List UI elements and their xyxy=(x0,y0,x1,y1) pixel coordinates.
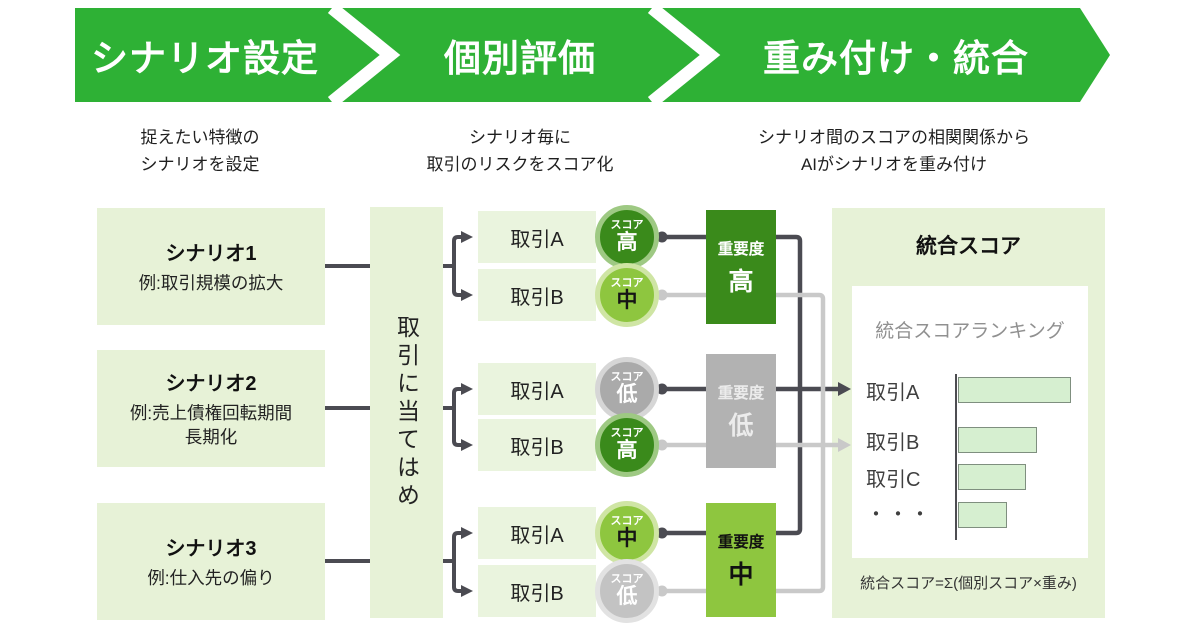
deal-box-s1-a: 取引A xyxy=(478,211,596,263)
banner-step-label: 重み付け・統合 xyxy=(763,38,1029,79)
score-caption: スコア xyxy=(610,573,644,586)
deal-label: 取引B xyxy=(510,436,564,459)
banner-step-individual-evaluation: 個別評価 xyxy=(395,8,645,102)
score-badge-high: スコア 高 xyxy=(595,205,659,269)
line-dot xyxy=(656,289,668,301)
score-caption: スコア xyxy=(610,277,644,290)
importance-level: 中 xyxy=(728,560,754,589)
score-level: 中 xyxy=(616,288,638,312)
apply-box-label: 取引に当てはめ xyxy=(393,314,420,511)
ranking-axis-line xyxy=(955,374,957,540)
score-level: 中 xyxy=(616,526,638,550)
score-badge-mid: スコア 中 xyxy=(595,263,659,327)
scenario-2-box: シナリオ2 例:売上債権回転期間 長期化 xyxy=(97,350,325,467)
line-dot xyxy=(656,585,668,597)
deal-box-s1-b: 取引B xyxy=(478,269,596,321)
importance-box-low: 重要度 低 xyxy=(706,354,776,468)
line-dot xyxy=(656,231,668,243)
importance-box-mid: 重要度 中 xyxy=(706,503,776,617)
deal-box-s3-b: 取引B xyxy=(478,565,596,617)
score-level: 高 xyxy=(616,438,638,462)
deal-label: 取引A xyxy=(510,524,564,547)
line-dot xyxy=(656,383,668,395)
importance-caption: 重要度 xyxy=(717,533,765,551)
score-badge-low: スコア 低 xyxy=(595,559,659,623)
description-line: 取引のリスクをスコア化 xyxy=(426,155,614,175)
score-badge-mid: スコア 中 xyxy=(595,501,659,565)
scenario-title: シナリオ1 xyxy=(165,243,257,266)
scenario-example: 例:取引規模の拡大 xyxy=(138,273,284,294)
description-line: AIがシナリオを重み付け xyxy=(800,155,988,175)
scenario-1-box: シナリオ1 例:取引規模の拡大 xyxy=(97,208,325,325)
integrated-score-title: 統合スコア xyxy=(916,235,1021,258)
description-line: 捉えたい特徴の xyxy=(140,128,260,147)
deal-label: 取引B xyxy=(510,582,564,605)
ranking-bar xyxy=(958,377,1071,403)
ranking-bar xyxy=(958,464,1026,490)
deal-box-s2-a: 取引A xyxy=(478,363,596,415)
description-line: シナリオ毎に xyxy=(469,128,571,147)
chevron-separator-icon xyxy=(327,2,401,108)
scenario-example: 例:仕入先の偏り xyxy=(147,568,275,589)
banner-step-weighting-integration: 重み付け・統合 xyxy=(712,8,1080,102)
ranking-row-label: 取引B xyxy=(866,432,920,454)
ranking-row-label: 取引C xyxy=(866,469,921,491)
deal-box-s3-a: 取引A xyxy=(478,507,596,559)
process-arrow-banner xyxy=(75,2,1110,108)
description-line: シナリオを設定 xyxy=(140,155,260,175)
scenario-3-box: シナリオ3 例:仕入先の偏り xyxy=(97,503,325,620)
banner-step-scenario-setting: シナリオ設定 xyxy=(80,8,330,102)
scenario-example: 例:売上債権回転期間 長期化 xyxy=(130,402,292,449)
deal-label: 取引A xyxy=(510,380,564,403)
score-caption: スコア xyxy=(610,371,644,384)
apply-to-deals-box: 取引に当てはめ xyxy=(370,207,443,618)
deal-label: 取引A xyxy=(510,228,564,251)
chevron-separator-icon xyxy=(647,2,721,108)
ranking-title: 統合スコアランキング xyxy=(875,321,1065,342)
score-badge-high: スコア 高 xyxy=(595,413,659,477)
ranking-bar xyxy=(958,427,1037,453)
banner-step-label: シナリオ設定 xyxy=(91,38,319,79)
banner-arrow-shape xyxy=(75,8,1110,102)
importance-box-high: 重要度 高 xyxy=(706,210,776,324)
importance-caption: 重要度 xyxy=(717,384,765,402)
scenario-to-apply-line xyxy=(325,264,370,563)
banner-step-label: 個別評価 xyxy=(444,38,596,79)
scenario-title: シナリオ2 xyxy=(165,373,257,396)
dark-arrowhead-icon xyxy=(838,382,851,396)
score-caption: スコア xyxy=(610,219,644,232)
score-caption: スコア xyxy=(610,427,644,440)
line-dot xyxy=(656,527,668,539)
score-level: 高 xyxy=(616,230,638,254)
scenario-example-line: 長期化 xyxy=(184,427,238,447)
line-dot xyxy=(656,439,668,451)
branch-arrowheads xyxy=(461,231,473,597)
ranking-row-ellipsis: ・・・ xyxy=(866,504,932,526)
score-level: 低 xyxy=(616,382,638,406)
column-description-2: シナリオ毎に 取引のリスクをスコア化 xyxy=(380,124,660,178)
ranking-bar xyxy=(958,502,1007,528)
importance-caption: 重要度 xyxy=(717,240,765,258)
score-caption: スコア xyxy=(610,515,644,528)
light-arrowhead-icon xyxy=(838,438,851,452)
importance-level: 高 xyxy=(728,267,754,296)
column-description-1: 捉えたい特徴の シナリオを設定 xyxy=(80,124,320,178)
importance-level: 低 xyxy=(728,411,754,440)
description-line: シナリオ間のスコアの相関関係から xyxy=(758,128,1030,147)
score-formula: 統合スコア=Σ(個別スコア×重み) xyxy=(860,575,1077,592)
ranking-row-label: 取引A xyxy=(866,382,920,404)
score-level: 低 xyxy=(616,584,638,608)
scenario-title: シナリオ3 xyxy=(165,538,257,561)
deal-label: 取引B xyxy=(510,286,564,309)
score-badge-low: スコア 低 xyxy=(595,357,659,421)
column-description-3: シナリオ間のスコアの相関関係から AIがシナリオを重み付け xyxy=(698,124,1090,178)
scenario-example-line: 例:売上債権回転期間 xyxy=(129,403,293,424)
branch-line xyxy=(443,235,462,593)
deal-box-s2-b: 取引B xyxy=(478,419,596,471)
